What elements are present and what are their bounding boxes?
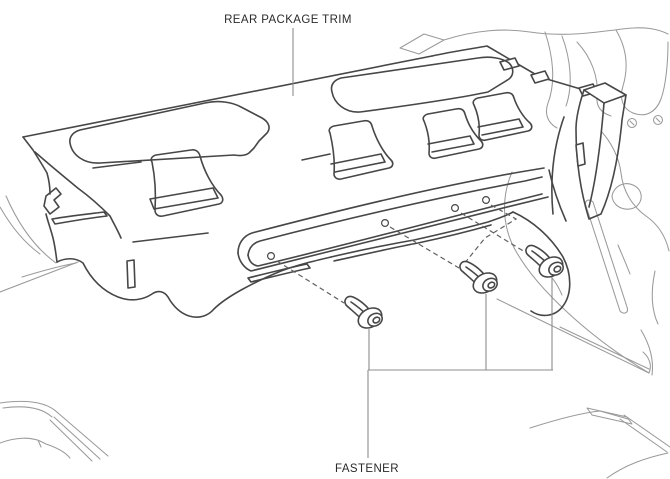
seatback-hinge-line [619, 414, 670, 453]
top-opening-right [330, 56, 514, 113]
seatback-left-top-2 [2, 406, 53, 418]
striker-strip [586, 407, 633, 425]
left-sill-line [0, 261, 79, 293]
vent-2 [328, 119, 394, 180]
fastener-clip-icon-3 [525, 244, 564, 278]
front-slot [247, 263, 311, 283]
mounting-hole-2 [381, 219, 390, 228]
quarter-access-hole [611, 183, 642, 210]
seatback-left-fold [49, 412, 109, 462]
fastener-label-leader [367, 278, 553, 458]
seatbelt-strip [584, 199, 628, 314]
quarter-edge-right-1 [651, 270, 659, 325]
panel-left-foot [45, 213, 58, 263]
quarter-panel-line-2 [561, 35, 571, 107]
dash-hole4 [463, 204, 518, 265]
right-face-fold [548, 169, 567, 222]
quarter-panel-line-3 [576, 41, 612, 117]
seatback-left-top [0, 400, 59, 414]
side-tab [575, 142, 586, 167]
body-hole-right [652, 114, 664, 126]
mounting-holes [267, 196, 491, 261]
panel-bottom-thickness [333, 224, 492, 262]
fastener-clips [344, 244, 564, 329]
mounting-band [237, 167, 549, 272]
vent-4 [472, 91, 533, 142]
lower-tab [126, 259, 136, 289]
c-pillar-edge [5, 195, 57, 264]
mounting-hole-4 [482, 196, 491, 205]
panel-back-edge [22, 55, 433, 138]
alignment-dashed-lines [276, 204, 526, 304]
panel-back-right-edge [431, 45, 585, 91]
left-hook-tab [43, 187, 62, 215]
leader-lines [292, 28, 553, 458]
end-cap-fold [588, 102, 605, 208]
quarter-edge-right-2 [640, 329, 653, 376]
panel-left-edge [22, 136, 51, 195]
seatback-top-edge [496, 298, 651, 374]
vehicle-body-context [0, 27, 670, 479]
quarter-panel-line-1 [544, 31, 558, 129]
deck-aperture-line [443, 27, 669, 41]
vent-3 [422, 107, 484, 160]
c-pillar-edge-2 [0, 206, 41, 255]
fastener-clip-icon-1 [344, 295, 383, 329]
rear-tab-2 [530, 70, 550, 84]
mounting-hole-3 [451, 204, 460, 213]
seat-cushion-left [0, 437, 71, 459]
vent-1 [149, 149, 224, 217]
quarter-trim-corner [512, 211, 571, 317]
floor-corner-line [606, 452, 669, 479]
panel-bottom-right [330, 211, 514, 258]
body-hole-right-mark [655, 117, 661, 123]
top-opening-left [69, 100, 270, 164]
left-slot [51, 211, 108, 225]
fastener-clip-icon-2 [459, 260, 498, 294]
dash-hole2-fastener2 [389, 226, 460, 269]
deck-bracket [399, 33, 445, 55]
fastener-label: FASTENER [335, 463, 399, 475]
body-hole-left-mark [629, 120, 635, 126]
dash-hole1-fastener1 [276, 260, 345, 304]
right-face-edge [551, 116, 565, 215]
quarter-panel-lower [600, 130, 670, 252]
rear-package-trim-panel [22, 45, 627, 318]
left-shelf-line [21, 262, 77, 278]
end-cap-side [575, 89, 627, 220]
panel-left-fold [34, 151, 122, 239]
mounting-hole-1 [267, 252, 276, 261]
surface-creases [92, 153, 331, 243]
body-hole-left [626, 117, 638, 129]
quarter-panel-outer [615, 29, 669, 116]
part-label: REAR PACKAGE TRIM [224, 14, 352, 26]
seatbelt-guide-line [617, 244, 631, 275]
panel-bottom-left [56, 256, 332, 318]
